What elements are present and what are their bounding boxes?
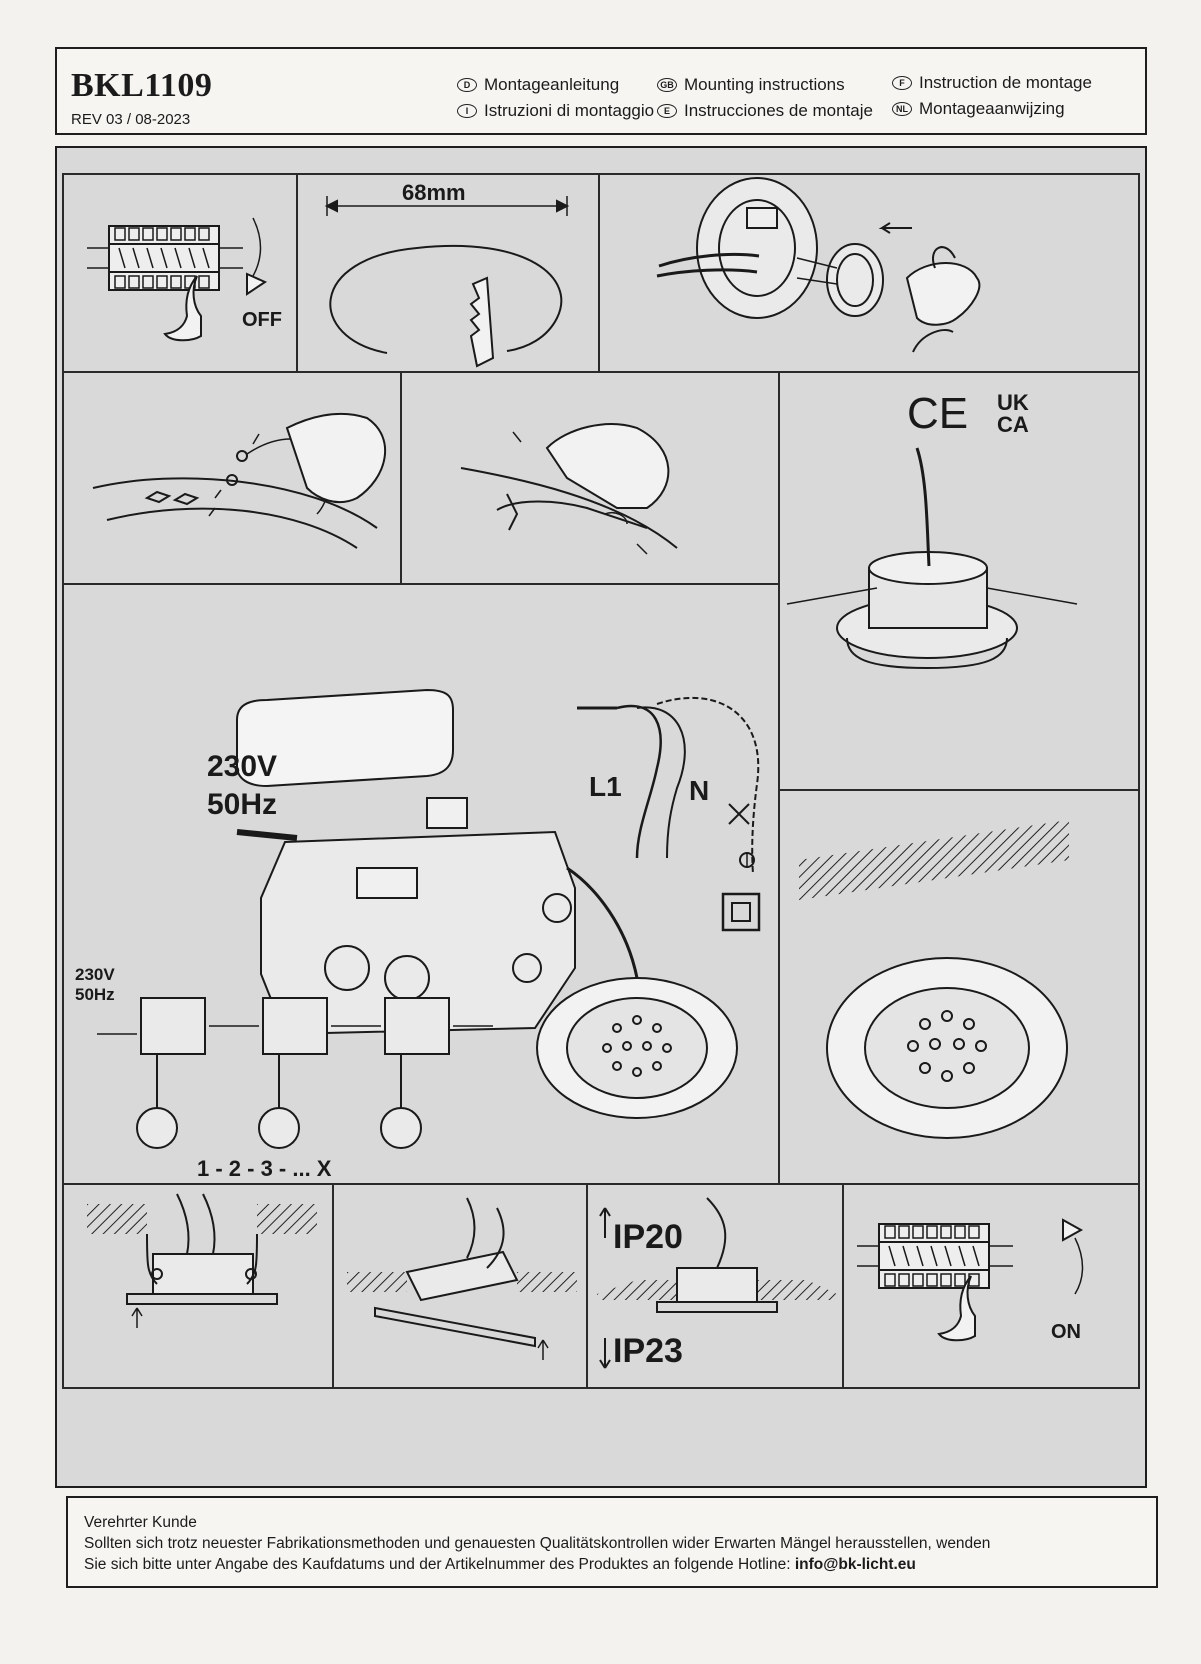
lang-nl: NL Montageaanwijzing [892,99,1065,119]
lang-fr-label: Instruction de montage [919,73,1092,92]
switch-off-label: OFF [242,309,282,331]
ce-mark: CE [907,389,968,438]
chain-box-1 [136,997,206,1149]
cutout-illustration [324,196,570,368]
frequency-label: 50Hz [207,788,277,821]
ip-top-label: IP20 [613,1218,683,1256]
spring-release-illustration [460,423,678,555]
instruction-diagram: OFF 68mm [55,146,1147,1488]
lang-de: D Montageanleitung [457,75,619,95]
spring-spread-illustration [92,412,386,549]
hotline-email[interactable]: info@bk-licht.eu [794,1556,916,1573]
fitted-lamp-front-illustration [826,957,1068,1139]
lang-it-badge: I [457,104,477,118]
switch-on-illustration [857,1218,1084,1342]
wire-l1-label: L1 [589,771,622,802]
model-number: BKL1109 [71,67,213,104]
instruction-diagram-svg: OFF 68mm [62,173,1140,1389]
daisy-chain-illustration [97,997,493,1149]
lang-es-label: Instrucciones de montaje [684,101,873,120]
ceiling-hatch-illustration [799,820,1069,900]
footer: Verehrter Kunde Sollten sich trotz neues… [66,1496,1158,1588]
lang-nl-label: Montageaanwijzing [919,99,1065,118]
certification-marks: CE UK CA [907,389,1029,438]
chain-box-2 [258,997,328,1149]
footer-line-2: Sie sich bitte unter Angabe des Kaufdatu… [84,1554,1140,1575]
voltage-label: 230V [207,750,277,783]
lang-es-badge: E [657,104,677,118]
lang-gb-badge: GB [657,78,677,92]
header: BKL1109 REV 03 / 08-2023 D Montageanleit… [55,47,1147,135]
footer-line-1: Sollten sich trotz neuester Fabrikations… [84,1535,991,1552]
wire-n-label: N [689,775,709,806]
chain-frequency-label: 50Hz [75,985,115,1004]
install-step-spring-bend [87,1193,317,1328]
lang-fr-badge: F [892,76,912,90]
lang-it: I Istruzioni di montaggio [457,101,654,121]
ukca-mark-bottom: CA [997,412,1029,437]
install-step-tilt-insert [347,1197,577,1360]
install-step-ip-rating [597,1197,837,1369]
ukca-mark-top: UK [997,390,1029,415]
panel-grid [62,173,1140,1389]
revision: REV 03 / 08-2023 [71,111,191,128]
lang-fr: F Instruction de montage [892,73,1092,93]
chain-voltage-label: 230V [75,965,115,984]
footer-line-2-text: Sie sich bitte unter Angabe des Kaufdatu… [84,1556,791,1573]
ip-bottom-label: IP23 [613,1332,683,1370]
lang-de-badge: D [457,78,477,92]
lang-gb: GB Mounting instructions [657,75,845,95]
cutout-diameter-label: 68mm [402,180,466,205]
lang-de-label: Montageanleitung [484,75,620,94]
wire-connection-illustration [577,696,761,932]
fitted-lamp-side-illustration [786,447,1078,670]
lang-nl-badge: NL [892,102,912,116]
led-lamp-illustration [536,866,738,1119]
chain-count-label: 1 - 2 - 3 - ... X [197,1156,332,1181]
junction-box-illustration [236,688,576,1036]
switch-off-illustration [87,217,268,342]
switch-on-label: ON [1051,1321,1081,1343]
lang-gb-label: Mounting instructions [684,75,845,94]
chain-box-3 [380,997,450,1149]
footer-greeting: Verehrter Kunde [84,1514,197,1531]
lang-it-label: Istruzioni di montaggio [484,101,655,120]
insert-module-illustration [656,177,981,353]
lang-es: E Instrucciones de montaje [657,101,873,121]
